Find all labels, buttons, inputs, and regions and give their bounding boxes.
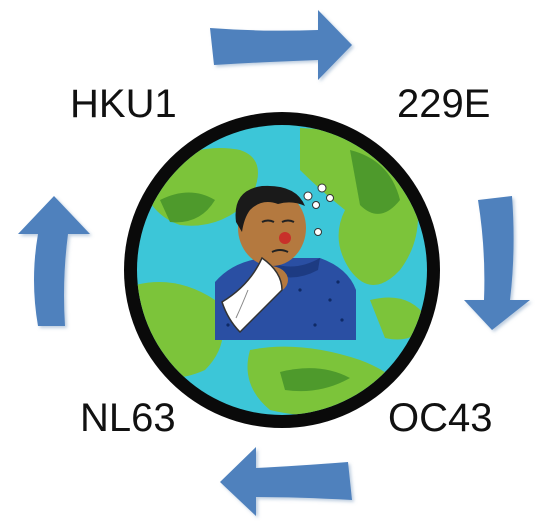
red-nose [279,232,291,244]
label-bottom-left: NL63 [80,396,176,440]
curved-arrow-icon-left [18,196,90,326]
label-top-left: HKU1 [70,82,177,126]
curved-arrow-icon-top [210,10,352,80]
curved-arrow-icon-right [464,196,530,330]
curved-arrow-icon-bottom [220,447,352,516]
sneeze-droplets [303,183,334,236]
face [238,190,306,266]
label-bottom-right: OC43 [388,396,493,440]
sick-person-on-globe-icon [124,112,440,428]
tissue [221,256,283,334]
hair [235,185,305,232]
label-top-right: 229E [397,82,491,126]
sick-person [215,183,356,340]
